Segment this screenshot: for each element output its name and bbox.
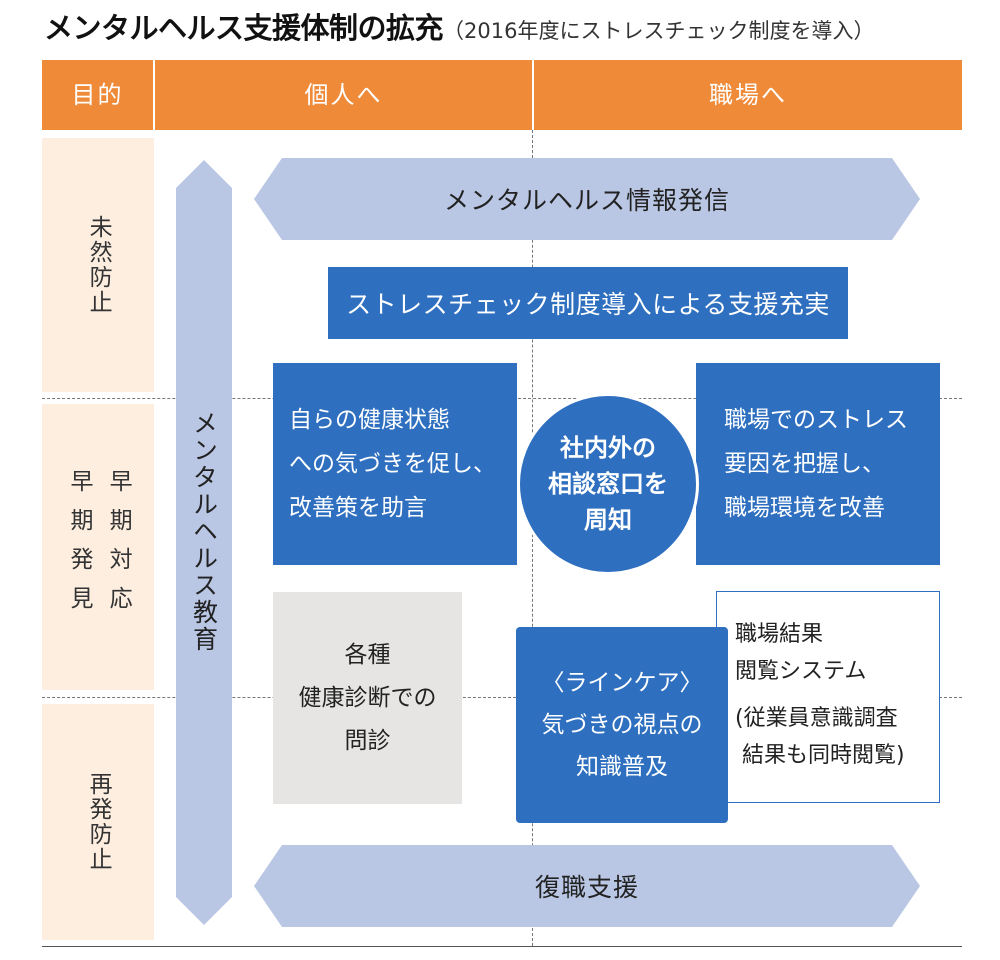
- health-checkup-line: 健康診断での: [298, 684, 437, 711]
- health-checkup-line: 問診: [344, 727, 391, 754]
- workplace-stress-box: 職場でのストレス 要因を把握し、 職場環境を改善: [696, 363, 940, 565]
- self-awareness-line: 自らの健康状態: [289, 407, 450, 433]
- results-system-box: 職場結果 閲覧システム (従業員意識調査 結果も同時閲覧): [716, 591, 940, 803]
- workplace-stress-line: 職場でのストレス: [724, 407, 908, 433]
- consultation-circle: 社内外の 相談窓口を 周知: [517, 393, 699, 575]
- workplace-stress-line: 要因を把握し、: [724, 451, 885, 477]
- health-checkup-line: 各種: [344, 641, 391, 668]
- consultation-line: 相談窓口を: [548, 470, 668, 498]
- center-divider-line: [532, 130, 533, 946]
- header-purpose: 目的: [71, 81, 124, 109]
- return-support-label: 復職支援: [534, 873, 639, 902]
- stage-early-col1: 早期対応: [105, 469, 132, 625]
- header-bar: 目的 個人へ 職場へ: [42, 60, 962, 130]
- diagram-title: メンタルヘルス支援体制の拡充（2016年度にストレスチェック制度を導入）: [44, 8, 874, 48]
- info-arrow: メンタルヘルス情報発信: [254, 158, 920, 240]
- stage-divider-line: [42, 697, 962, 698]
- results-system-note: (従業員意識調査: [735, 706, 898, 731]
- title-sub: （2016年度にストレスチェック制度を導入）: [443, 19, 875, 43]
- education-arrow: [176, 160, 232, 925]
- line-care-line: 気づきの視点の: [541, 712, 703, 738]
- line-care-line: 知識普及: [576, 754, 668, 780]
- line-care-line: 〈ラインケア〉: [541, 670, 703, 696]
- self-awareness-line: 改善策を助言: [289, 495, 427, 521]
- education-label: メンタルヘルス教育: [189, 410, 219, 653]
- results-system-line: 職場結果: [735, 622, 824, 647]
- stage-early-col2: 早期発見: [66, 469, 92, 625]
- results-system-note: 結果も同時閲覧): [735, 743, 905, 768]
- stage-prevention-label: 未然防止: [85, 215, 112, 315]
- spacer: [735, 690, 939, 700]
- self-awareness-line: への気づきを促し、: [289, 451, 496, 477]
- header-individual: 個人へ: [304, 81, 383, 109]
- return-support-arrow: 復職支援: [254, 845, 920, 927]
- header-divider: [153, 60, 155, 130]
- workplace-stress-line: 職場環境を改善: [724, 495, 885, 521]
- self-awareness-box: 自らの健康状態 への気づきを促し、 改善策を助言: [273, 363, 517, 565]
- education-label-wrap: メンタルヘルス教育: [176, 410, 232, 710]
- stage-recurrence-label: 再発防止: [85, 772, 112, 872]
- info-arrow-label: メンタルヘルス情報発信: [443, 186, 730, 215]
- consultation-line: 社内外の: [560, 434, 656, 462]
- title-main: メンタルヘルス支援体制の拡充: [44, 11, 444, 45]
- results-system-line: 閲覧システム: [735, 659, 867, 684]
- health-checkup-box: 各種 健康診断での 問診: [273, 592, 462, 804]
- consultation-line: 周知: [584, 506, 632, 534]
- bottom-rule: [42, 946, 962, 947]
- stage-prevention: 未然防止: [42, 138, 154, 392]
- header-workplace: 職場へ: [709, 81, 787, 109]
- stage-early: 早期発見 早期対応: [42, 404, 154, 690]
- stress-check-box: ストレスチェック制度導入による支援充実: [328, 267, 848, 339]
- header-divider: [532, 60, 534, 130]
- line-care-box: 〈ラインケア〉 気づきの視点の 知識普及: [516, 627, 728, 823]
- stress-check-label: ストレスチェック制度導入による支援充実: [346, 290, 830, 319]
- stage-recurrence: 再発防止: [42, 704, 154, 940]
